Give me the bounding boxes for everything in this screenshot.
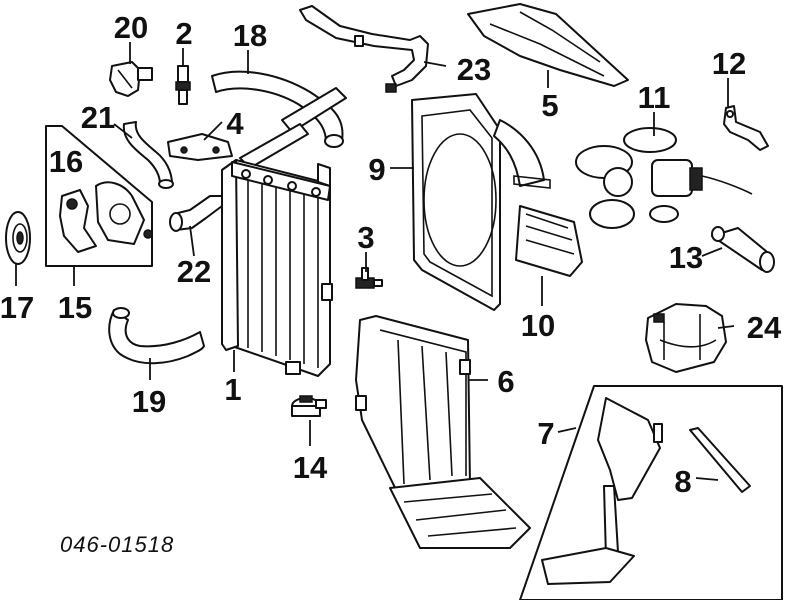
- part-8-strap: [689, 427, 751, 493]
- callout-11: 11: [638, 80, 671, 115]
- callouts: 1 2 3 4 5 6 7 8 9 10 11 12 13 14 15 16 1…: [0, 10, 782, 499]
- part-11-fan-motor: [575, 127, 753, 229]
- callout-3: 3: [357, 220, 374, 255]
- part-3-fitting: [355, 267, 383, 289]
- callout-4: 4: [226, 106, 244, 141]
- callout-13: 13: [669, 240, 703, 275]
- callout-10: 10: [521, 308, 555, 343]
- part-20-fitting: [109, 61, 153, 97]
- callout-18: 18: [233, 18, 267, 53]
- part-13-sleeve: [711, 226, 775, 273]
- part-21-hose: [122, 121, 174, 189]
- part-22-elbow: [169, 195, 223, 232]
- part-4-bracket: [167, 133, 233, 161]
- part-12-bracket: [723, 105, 769, 151]
- callout-16: 16: [49, 144, 83, 179]
- callout-22: 22: [177, 254, 211, 289]
- part-10-guard: [515, 205, 583, 277]
- callout-17: 17: [0, 290, 34, 325]
- callout-24: 24: [747, 310, 782, 345]
- part-16-water-pump: [59, 181, 153, 253]
- part-1-radiator: [221, 159, 333, 377]
- part-24-pump: [645, 303, 727, 373]
- callout-20: 20: [114, 10, 148, 45]
- part-9-shroud: [411, 93, 551, 311]
- part-5-panel: [467, 3, 629, 87]
- part-17-pulley: [5, 211, 31, 265]
- callout-14: 14: [293, 450, 328, 485]
- callout-6: 6: [497, 364, 514, 399]
- diagram-code: 046-01518: [60, 532, 174, 557]
- callout-9: 9: [368, 152, 385, 187]
- callout-1: 1: [224, 372, 241, 407]
- callout-7: 7: [537, 416, 554, 451]
- callout-8: 8: [674, 464, 691, 499]
- part-2-sensor: [175, 65, 191, 105]
- callout-15: 15: [58, 290, 92, 325]
- callout-2: 2: [175, 16, 192, 51]
- part-23-hose: [299, 5, 429, 93]
- part-19-lower-hose: [108, 307, 205, 365]
- callout-5: 5: [541, 88, 558, 123]
- callout-19: 19: [132, 384, 166, 419]
- callout-23: 23: [457, 52, 491, 87]
- leader-lines: [15, 42, 735, 481]
- callout-21: 21: [81, 100, 115, 135]
- callout-12: 12: [712, 46, 746, 81]
- part-7-bracket: [541, 397, 663, 585]
- part-14-switch: [291, 395, 327, 417]
- part-6-under-guard: [355, 315, 531, 549]
